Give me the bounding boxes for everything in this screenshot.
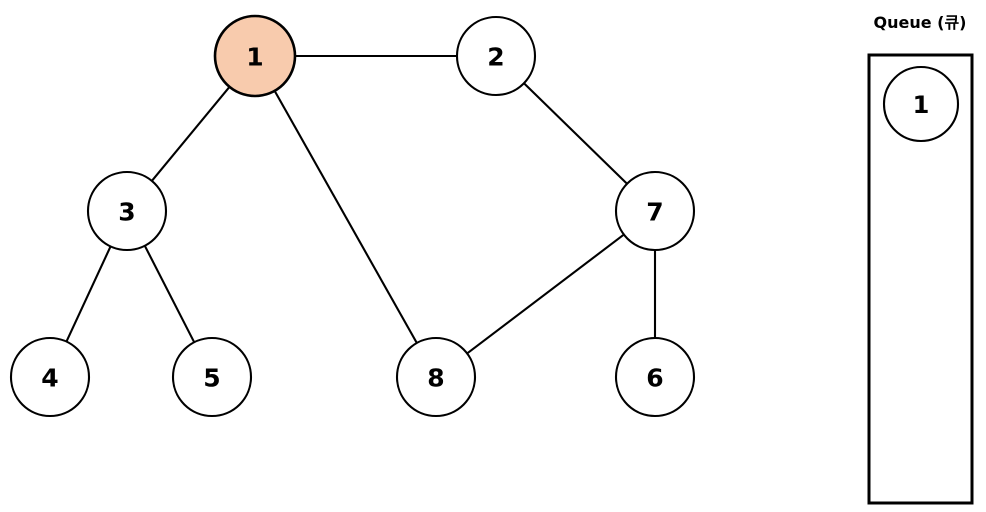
graph-node-6[interactable]: 6 bbox=[614, 336, 696, 418]
graph-node-label-4: 4 bbox=[41, 364, 58, 393]
graph-node-5[interactable]: 5 bbox=[171, 336, 253, 418]
graph-node-8[interactable]: 8 bbox=[395, 336, 477, 418]
queue-item[interactable]: 1 bbox=[882, 65, 960, 143]
graph-edge-1-3 bbox=[150, 85, 231, 183]
graph-node-circle-2[interactable] bbox=[455, 15, 537, 97]
queue-container bbox=[867, 53, 974, 505]
graph-node-1[interactable]: 1 bbox=[213, 14, 297, 98]
graph-node-label-3: 3 bbox=[118, 198, 135, 227]
graph-node-2[interactable]: 2 bbox=[455, 15, 537, 97]
graph-node-circle-1[interactable] bbox=[213, 14, 297, 98]
graph-node-circle-6[interactable] bbox=[614, 336, 696, 418]
graph-node-circle-4[interactable] bbox=[9, 336, 91, 418]
graph-node-label-6: 6 bbox=[646, 364, 663, 393]
graph-node-label-1: 1 bbox=[246, 43, 263, 72]
nodes-layer: 1 2 3 7 4 5 8 6 bbox=[9, 14, 696, 418]
graph-node-circle-8[interactable] bbox=[395, 336, 477, 418]
edges-layer bbox=[65, 54, 657, 355]
graph-node-3[interactable]: 3 bbox=[86, 170, 168, 252]
graph-node-label-2: 2 bbox=[487, 43, 504, 72]
graph-edge-1-8 bbox=[273, 89, 419, 345]
queue-title: Queue (큐) bbox=[873, 13, 966, 32]
graph-node-circle-3[interactable] bbox=[86, 170, 168, 252]
graph-edge-3-4 bbox=[65, 245, 112, 343]
graph-edge-3-5 bbox=[143, 244, 196, 344]
graph-edge-7-8 bbox=[465, 233, 626, 355]
graph-edge-2-7 bbox=[522, 81, 629, 186]
queue-item-circle[interactable] bbox=[882, 65, 960, 143]
graph-node-label-7: 7 bbox=[646, 198, 663, 227]
graph-node-label-8: 8 bbox=[427, 364, 444, 393]
graph-node-4[interactable]: 4 bbox=[9, 336, 91, 418]
graph-node-circle-5[interactable] bbox=[171, 336, 253, 418]
graph-node-circle-7[interactable] bbox=[614, 170, 696, 252]
graph-node-label-5: 5 bbox=[203, 364, 220, 393]
queue-panel: Queue (큐) 1 bbox=[867, 13, 974, 505]
graph-node-7[interactable]: 7 bbox=[614, 170, 696, 252]
queue-item-label: 1 bbox=[913, 91, 930, 119]
